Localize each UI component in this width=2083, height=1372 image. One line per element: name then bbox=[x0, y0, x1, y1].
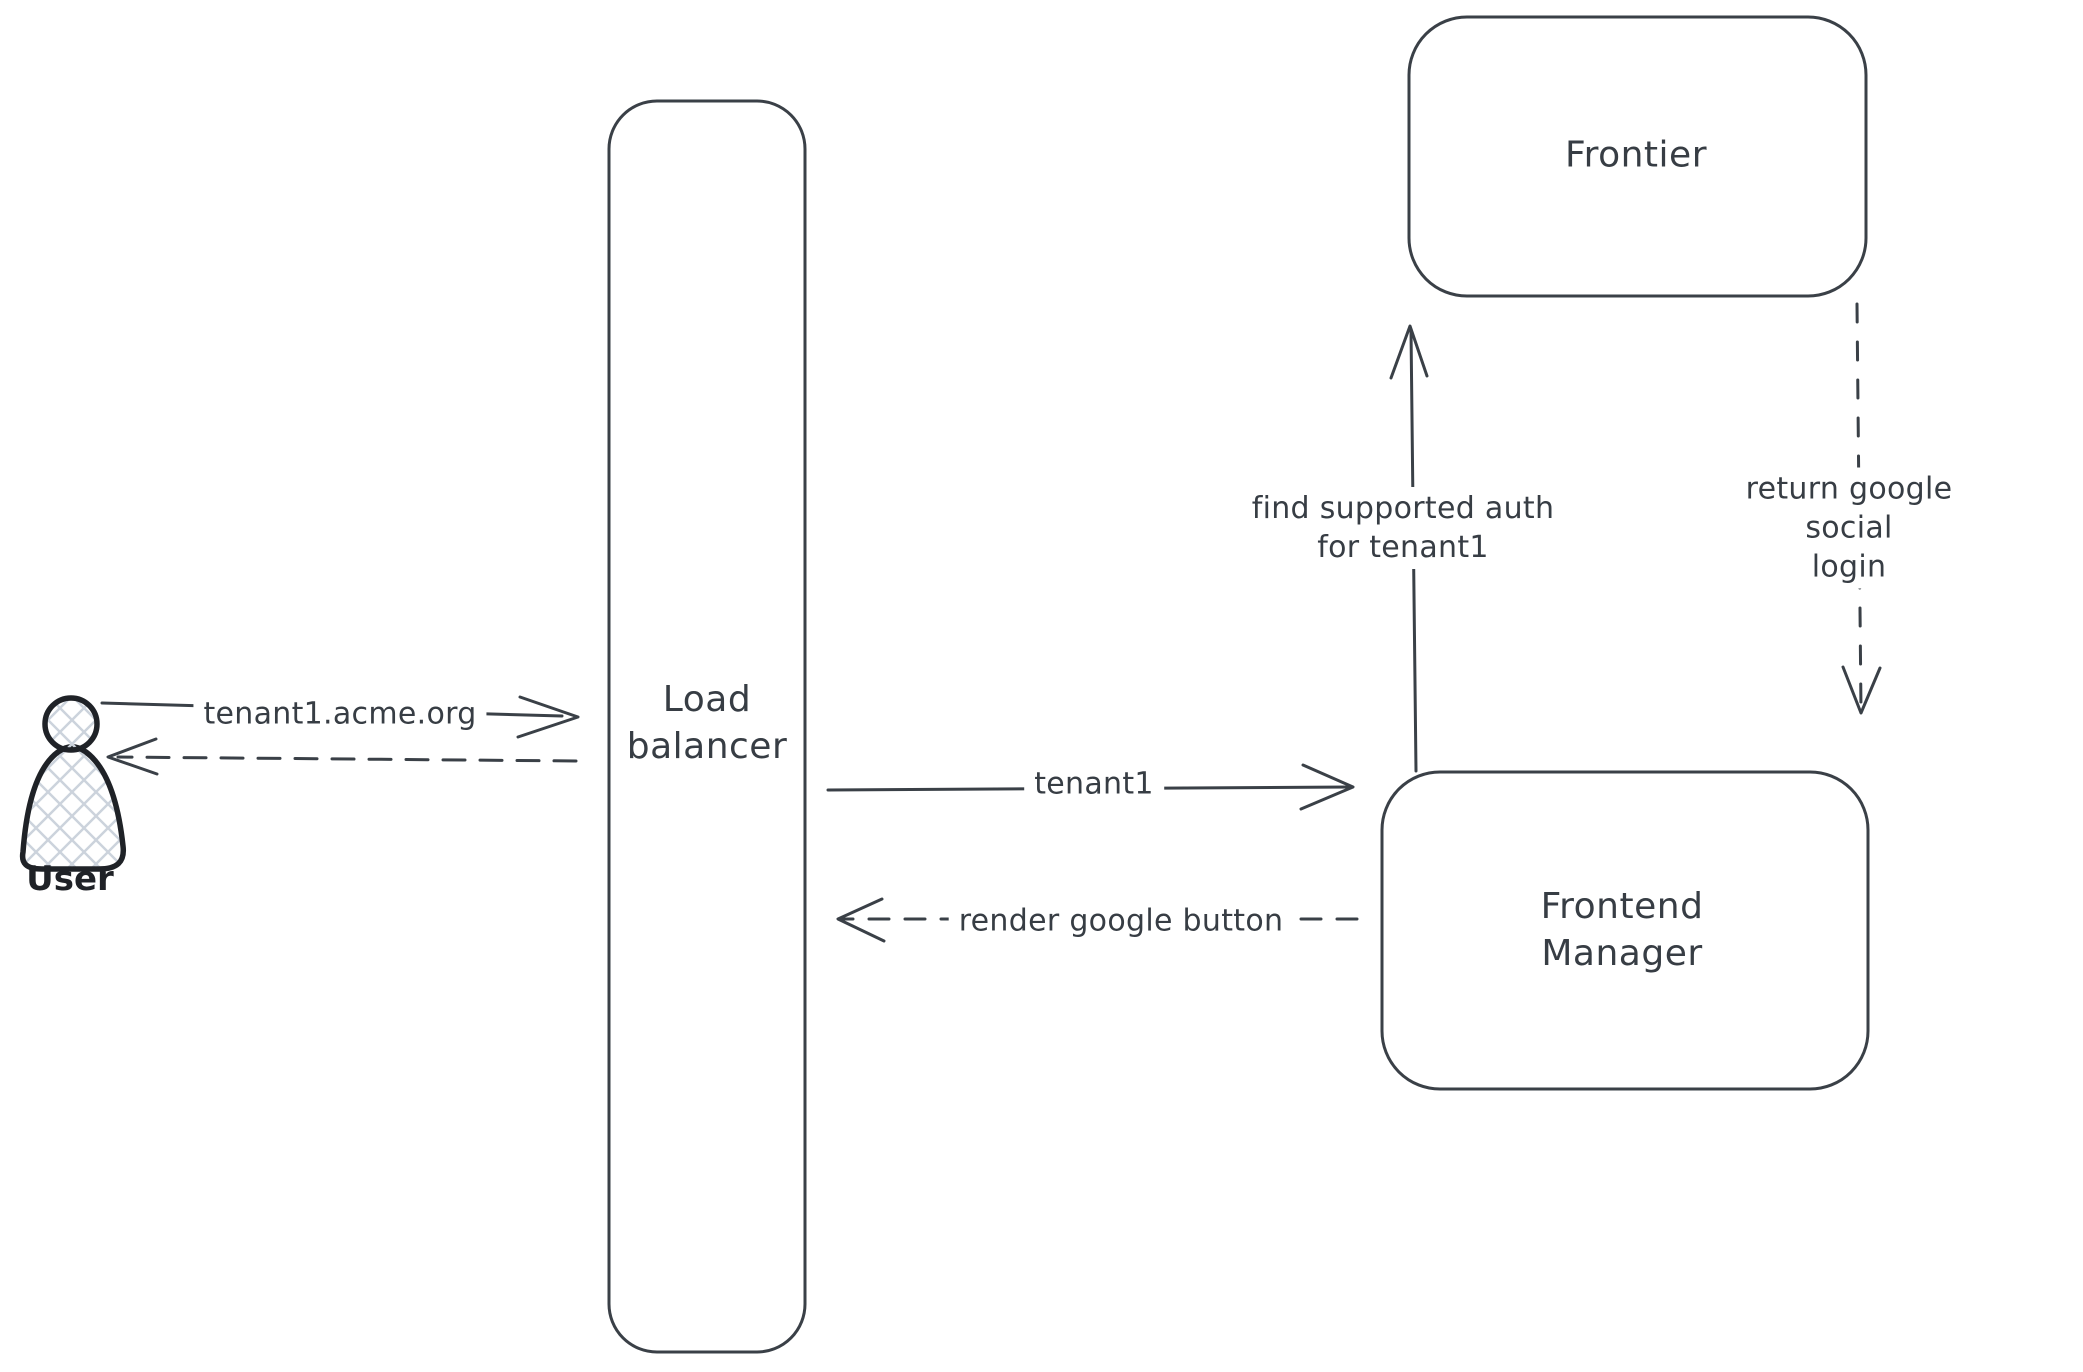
edge-label-render-google-button: render google button bbox=[948, 899, 1294, 943]
edge-label-tenant1: tenant1 bbox=[1024, 762, 1164, 806]
load-balancer-label: Load balancer bbox=[626, 679, 788, 767]
user-icon bbox=[19, 695, 127, 872]
arrowhead-left-icon bbox=[106, 737, 159, 776]
load-balancer-box bbox=[607, 99, 807, 1354]
arrowhead-down-icon bbox=[1841, 665, 1882, 715]
user-body bbox=[19, 744, 127, 872]
arrowhead-right-icon bbox=[516, 695, 580, 739]
edge-label-find-supported-auth: find supported auth for tenant1 bbox=[1241, 487, 1565, 569]
frontend-manager-label: Frontend Manager bbox=[1540, 886, 1704, 974]
user-label: User bbox=[26, 858, 114, 899]
arrowhead-right-icon bbox=[1299, 763, 1355, 811]
edge-label-return-google-social-login: return google social login bbox=[1732, 467, 1966, 589]
arrowhead-left-icon bbox=[836, 897, 886, 943]
frontier-box bbox=[1407, 15, 1868, 298]
edge-label-tenant1-acme-org: tenant1.acme.org bbox=[193, 692, 487, 736]
user-head bbox=[42, 695, 100, 753]
frontier-label: Frontier bbox=[1564, 134, 1708, 176]
frontend-manager-box bbox=[1380, 770, 1870, 1091]
arrow-load-balancer-to-user bbox=[106, 737, 578, 776]
arrowhead-up-icon bbox=[1389, 324, 1429, 380]
